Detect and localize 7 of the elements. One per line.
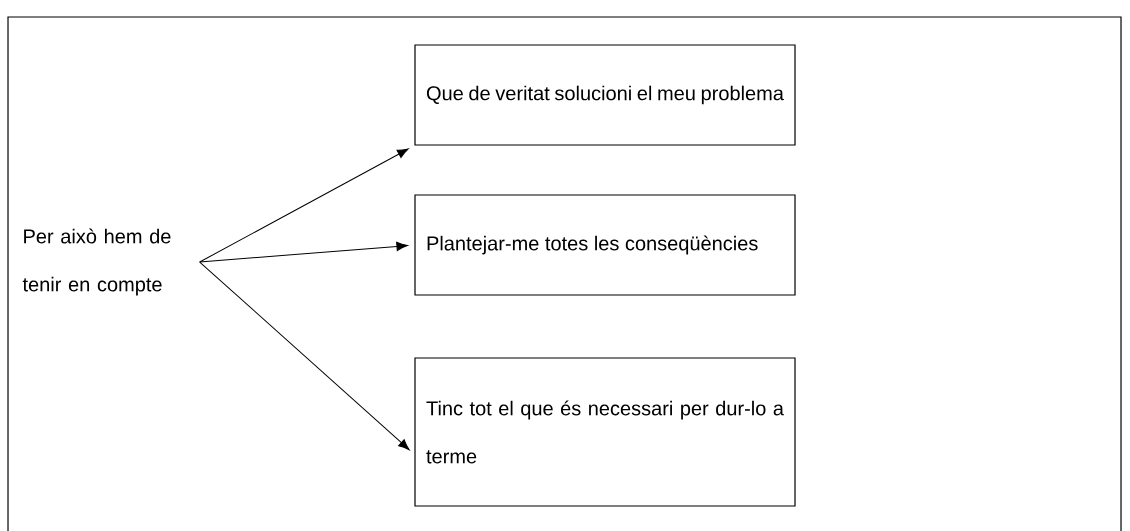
arrow [199,261,410,451]
text-box: Que de veritat solucioni el meu problema [414,44,796,146]
text-label: Per això hem de tenir en compte [22,228,171,296]
arrow [199,148,409,263]
text-box: Tinc tot el que és necessari per dur-lo a terme [414,357,796,507]
text-box: Plantejar-me totes les conseqüències [414,194,796,296]
arrow [199,241,408,263]
